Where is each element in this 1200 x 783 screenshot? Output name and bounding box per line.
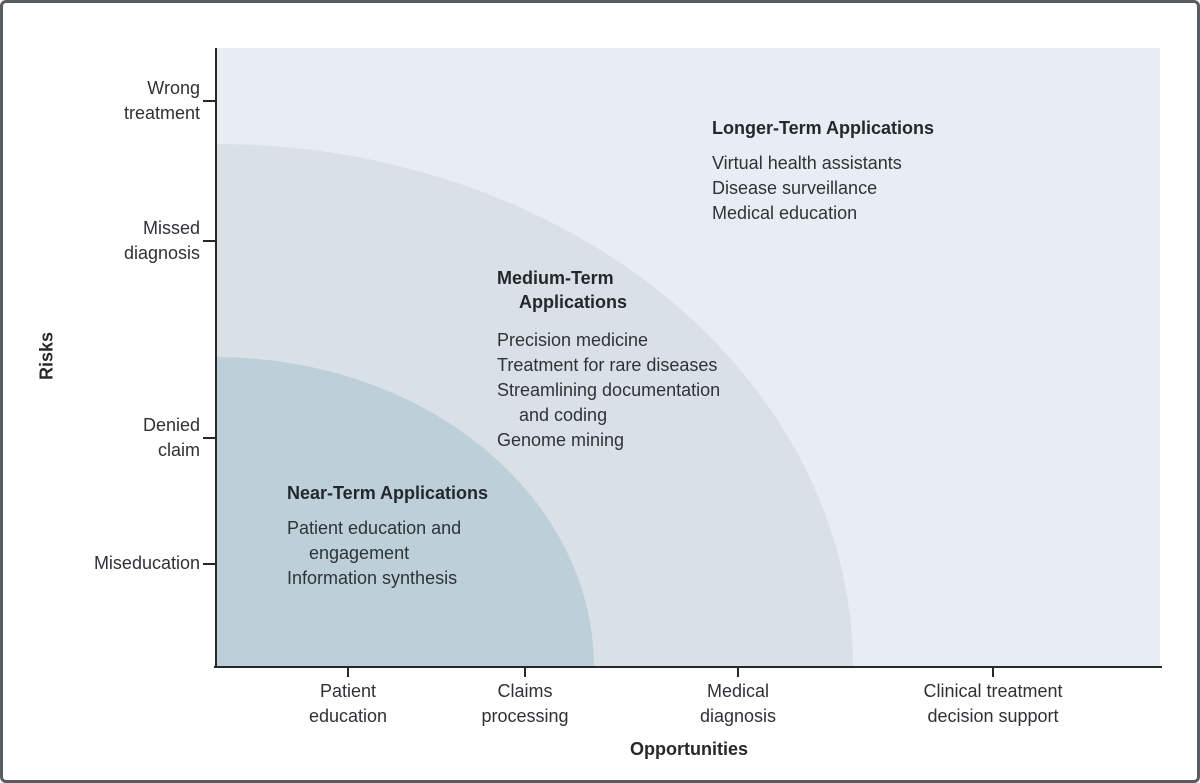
y-tick-wrong-treatment bbox=[203, 100, 216, 102]
y-tick-label-line: Miseducation bbox=[93, 553, 200, 573]
y-tick-label-miseducation: Miseducation bbox=[20, 551, 200, 576]
zone-item-line: and coding bbox=[519, 405, 608, 425]
x-tick-label-medical-diagnosis: Medical diagnosis bbox=[623, 679, 853, 729]
x-tick-medical-diagnosis bbox=[737, 668, 739, 677]
x-axis-line bbox=[214, 666, 1162, 668]
zone-item-line: Patient education and bbox=[287, 518, 462, 538]
x-tick-label-line: Medical bbox=[706, 681, 770, 701]
y-axis-line bbox=[215, 48, 217, 668]
x-tick-label-line: Patient bbox=[319, 681, 377, 701]
zone-title-line: Medium-Term bbox=[497, 268, 614, 288]
zone-label-medium-term: Medium-Term Applications Precision medic… bbox=[497, 266, 720, 453]
zone-title-longer-term: Longer-Term Applications bbox=[712, 118, 935, 138]
zone-item-line: Streamlining documentation bbox=[497, 380, 721, 400]
zone-label-near-term: Near-Term Applications Patient education… bbox=[287, 481, 488, 591]
x-tick-label-line: Clinical treatment bbox=[923, 681, 1063, 701]
zone-title-medium-term: Medium-Term Applications bbox=[497, 266, 720, 314]
y-tick-denied-claim bbox=[203, 437, 216, 439]
zone-title-near-term: Near-Term Applications bbox=[287, 483, 489, 503]
y-tick-label-line: Wrong bbox=[147, 78, 200, 98]
x-axis-title: Opportunities bbox=[630, 739, 748, 759]
y-tick-label-missed-diagnosis: Missed diagnosis bbox=[20, 216, 200, 266]
x-tick-label-patient-education: Patient education bbox=[233, 679, 463, 729]
zone-item-line: Genome mining bbox=[497, 430, 625, 450]
y-tick-label-line: claim bbox=[157, 440, 200, 460]
x-tick-label-line: decision support bbox=[927, 706, 1059, 726]
zone-item-line: Medical education bbox=[712, 203, 858, 223]
zone-item-line: Virtual health assistants bbox=[712, 153, 902, 173]
y-axis-title: Risks bbox=[36, 331, 57, 381]
x-tick-label-clinical-treatment: Clinical treatment decision support bbox=[878, 679, 1108, 729]
y-tick-miseducation bbox=[203, 563, 216, 565]
zone-item-line: Treatment for rare diseases bbox=[497, 355, 718, 375]
zone-label-longer-term: Longer-Term Applications Virtual health … bbox=[712, 116, 934, 226]
zone-item-line: Disease surveillance bbox=[712, 178, 878, 198]
x-tick-label-line: Claims bbox=[497, 681, 553, 701]
zone-item-line: engagement bbox=[309, 543, 410, 563]
y-tick-missed-diagnosis bbox=[203, 240, 216, 242]
zone-item-line: Information synthesis bbox=[287, 568, 458, 588]
x-tick-clinical-treatment bbox=[992, 668, 994, 677]
plot-area bbox=[216, 48, 1160, 667]
x-tick-label-line: processing bbox=[481, 706, 569, 726]
y-tick-label-line: Missed bbox=[142, 218, 200, 238]
y-tick-label-line: diagnosis bbox=[123, 243, 200, 263]
y-tick-label-wrong-treatment: Wrong treatment bbox=[20, 76, 200, 126]
y-tick-label-denied-claim: Denied claim bbox=[20, 413, 200, 463]
zone-title-line: Applications bbox=[519, 292, 628, 312]
y-tick-label-line: Denied bbox=[142, 415, 200, 435]
x-tick-label-claims-processing: Claims processing bbox=[410, 679, 640, 729]
y-tick-label-line: treatment bbox=[123, 103, 200, 123]
x-tick-patient-education bbox=[347, 668, 349, 677]
x-tick-label-line: diagnosis bbox=[699, 706, 777, 726]
zone-item-line: Precision medicine bbox=[497, 330, 649, 350]
x-tick-label-line: education bbox=[308, 706, 388, 726]
x-tick-claims-processing bbox=[524, 668, 526, 677]
